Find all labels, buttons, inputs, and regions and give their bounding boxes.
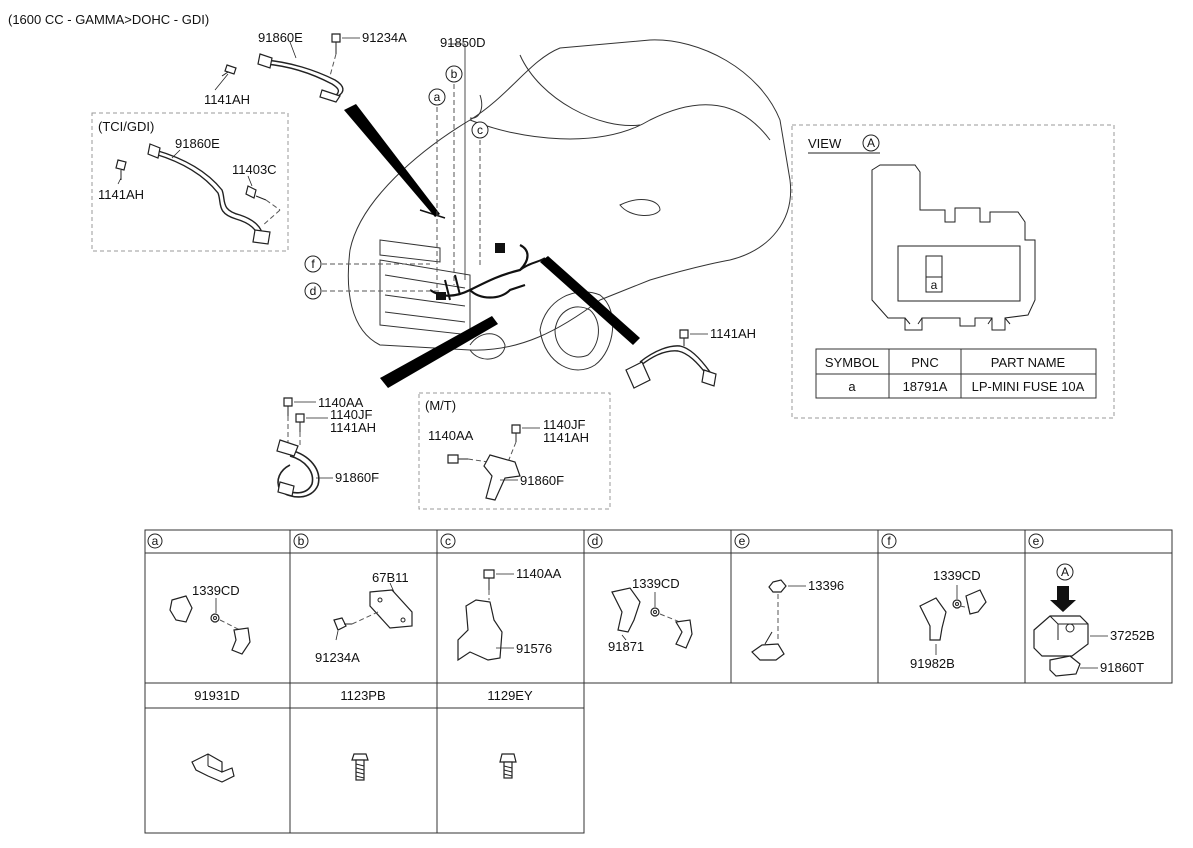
label-1140JF-left: 1140JF (330, 407, 372, 422)
svg-text:e: e (1033, 534, 1040, 548)
svg-text:f: f (887, 534, 891, 548)
svg-text:c: c (477, 123, 483, 137)
wiring-harness (419, 209, 546, 301)
svg-text:13396: 13396 (808, 578, 844, 593)
svg-text:1339CD: 1339CD (632, 576, 680, 591)
callout-f: f (304, 255, 322, 273)
callout-d: d (304, 282, 322, 300)
callout-c: c (471, 121, 489, 139)
grid-cell-b: 67B11 91234A (315, 570, 413, 665)
svg-text:91860T: 91860T (1100, 660, 1144, 675)
svg-text:d: d (592, 534, 599, 548)
svg-text:a: a (434, 90, 441, 104)
label-tci-1141AH: 1141AH (98, 187, 144, 202)
grid-header-e2: e (1028, 533, 1044, 549)
label-91860F-left: 91860F (335, 470, 379, 485)
grid-cell-1123PB (351, 753, 369, 781)
label-mt-1141AH: 1141AH (543, 430, 589, 445)
callout-a: a (428, 88, 446, 106)
svg-text:c: c (445, 534, 451, 548)
grid-cell-c: 1140AA 91576 (457, 566, 562, 662)
svg-text:d: d (310, 284, 317, 298)
grid-cell-1129EY (499, 753, 517, 779)
grid-cell-d: 1339CD 91871 (608, 576, 693, 654)
svg-text:1140AA: 1140AA (516, 566, 562, 581)
battery-cable-right (625, 329, 717, 389)
label-91860E-top: 91860E (258, 30, 303, 45)
ground-cable-left (276, 397, 333, 498)
label-1140AA-left: 1140AA (318, 395, 364, 410)
svg-text:1339CD: 1339CD (933, 568, 981, 583)
callout-b: b (445, 65, 463, 83)
svg-text:1339CD: 1339CD (192, 583, 240, 598)
table-header-part-name: PART NAME (991, 355, 1066, 370)
label-91234A-top: 91234A (362, 30, 407, 45)
grid-header-91931D: 91931D (194, 688, 240, 703)
svg-text:91871: 91871 (608, 639, 644, 654)
label-1141AH-left: 1141AH (330, 420, 376, 435)
label-tci-11403C: 11403C (232, 162, 277, 177)
label-mt-1140JF: 1140JF (543, 417, 585, 432)
grid-header-a: a (147, 533, 163, 549)
svg-text:b: b (451, 67, 458, 81)
svg-text:f: f (311, 257, 315, 271)
svg-text:67B11: 67B11 (372, 570, 409, 585)
table-header-pnc: PNC (911, 355, 938, 370)
battery-cable-top (214, 33, 360, 103)
view-fuse-letter: a (931, 278, 938, 292)
grid-cell-a: 1339CD (169, 583, 251, 655)
pointer-wedge-bottom (380, 316, 498, 388)
tci-title: (TCI/GDI) (98, 119, 154, 134)
svg-text:A: A (1061, 565, 1069, 579)
parts-grid (144, 529, 1173, 834)
svg-text:a: a (152, 534, 159, 548)
mt-title: (M/T) (425, 398, 456, 413)
view-marker: A (867, 136, 875, 150)
svg-text:91982B: 91982B (910, 656, 955, 671)
tci-gdi-group: (TCI/GDI) (91, 112, 289, 252)
svg-text:e: e (739, 534, 746, 548)
grid-header-1123PB: 1123PB (340, 688, 385, 703)
grid-header-d: d (587, 533, 603, 549)
car-body-outline (347, 39, 792, 371)
grid-cell-91931D (191, 753, 235, 783)
svg-text:91234A: 91234A (315, 650, 360, 665)
label-91850D: 91850D (440, 35, 486, 50)
grid-header-e: e (734, 533, 750, 549)
table-cell-symbol: a (848, 379, 856, 394)
table-cell-part-name: LP-MINI FUSE 10A (972, 379, 1085, 394)
label-mt-91860F: 91860F (520, 473, 564, 488)
label-tci-91860E: 91860E (175, 136, 220, 151)
label-1141AH-right: 1141AH (710, 326, 756, 341)
view-parts-table: SYMBOL PNC PART NAME a 18791A LP-MINI FU… (815, 348, 1097, 399)
callout-leaders (322, 43, 481, 292)
grid-cell-e2: A 37252B 91860T (1033, 563, 1155, 677)
grid-cell-f: 1339CD 91982B (910, 568, 987, 671)
table-header-symbol: SYMBOL (825, 355, 879, 370)
grid-header-c: c (440, 533, 456, 549)
table-cell-pnc: 18791A (903, 379, 948, 394)
pointer-wedge-top (344, 104, 440, 217)
svg-text:37252B: 37252B (1110, 628, 1155, 643)
grid-header-f: f (881, 533, 897, 549)
svg-text:91576: 91576 (516, 641, 552, 656)
mt-group: (M/T) (418, 392, 611, 510)
label-1141AH-top: 1141AH (204, 92, 250, 107)
grid-header-b: b (293, 533, 309, 549)
pointer-wedge-right (540, 256, 640, 345)
engine-note: (1600 CC - GAMMA>DOHC - GDI) (8, 12, 209, 27)
label-mt-1140AA: 1140AA (428, 428, 474, 443)
view-title: VIEW (808, 136, 842, 151)
grid-cell-e: 13396 (751, 578, 844, 661)
view-a-panel: VIEW A a (791, 124, 1115, 419)
grid-header-1129EY: 1129EY (487, 688, 533, 703)
svg-text:b: b (298, 534, 305, 548)
